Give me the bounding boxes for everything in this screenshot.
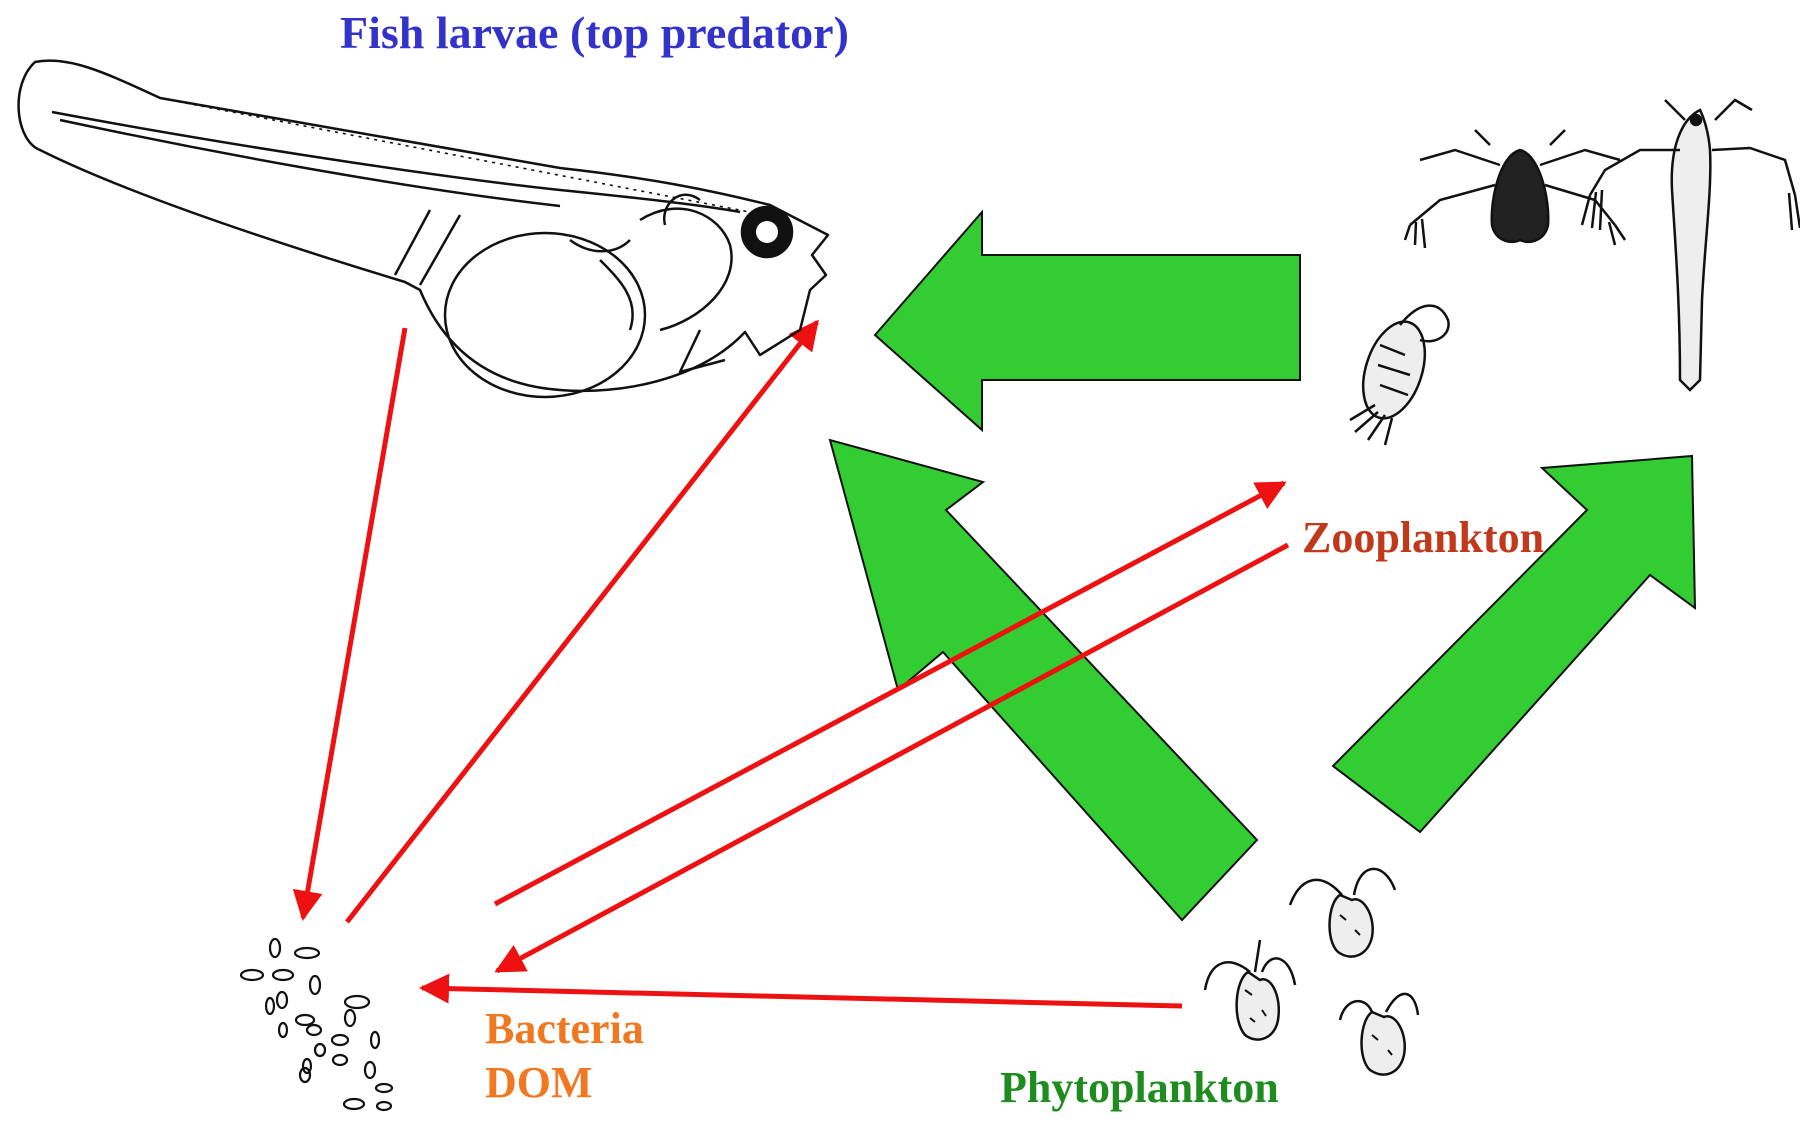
zooplankton-drawings <box>1349 98 1800 446</box>
nauplius-icon <box>1403 129 1627 249</box>
dom-label: DOM <box>485 1058 593 1107</box>
copepodite-icon <box>1580 98 1800 392</box>
arrow-fish-to-bacteria <box>292 327 408 921</box>
dinoflagellate-icon-1 <box>1203 939 1297 1041</box>
phytoplankton-drawings <box>1203 867 1420 1076</box>
phytoplankton-label: Phytoplankton <box>1000 1063 1279 1112</box>
arrow-phytoplankton-to-fish <box>828 438 1259 922</box>
arrow-phytoplankton-to-zooplankton <box>1331 454 1697 834</box>
fish-larvae-label: Fish larvae (top predator) <box>340 7 849 58</box>
copepod-icon <box>1349 304 1450 446</box>
bacteria-dom-label: Bacteria DOM <box>485 1002 644 1110</box>
arrow-bacteria-to-zooplankton <box>493 480 1287 907</box>
zooplankton-label: Zooplankton <box>1302 513 1545 562</box>
dinoflagellate-icon-2 <box>1288 867 1397 958</box>
major-flow-arrows <box>828 209 1697 922</box>
dinoflagellate-icon-3 <box>1338 992 1420 1076</box>
arrow-phytoplankton-to-bacteria <box>419 973 1183 1009</box>
bacteria-cluster <box>239 937 394 1112</box>
microbial-loop-arrows <box>292 319 1290 1009</box>
arrow-zooplankton-to-fish <box>873 209 1301 433</box>
fish-larva-drawing <box>17 59 830 399</box>
arrow-zooplankton-to-bacteria <box>494 542 1290 974</box>
arrow-bacteria-to-fish <box>345 319 819 924</box>
bacteria-label: Bacteria <box>485 1004 644 1053</box>
